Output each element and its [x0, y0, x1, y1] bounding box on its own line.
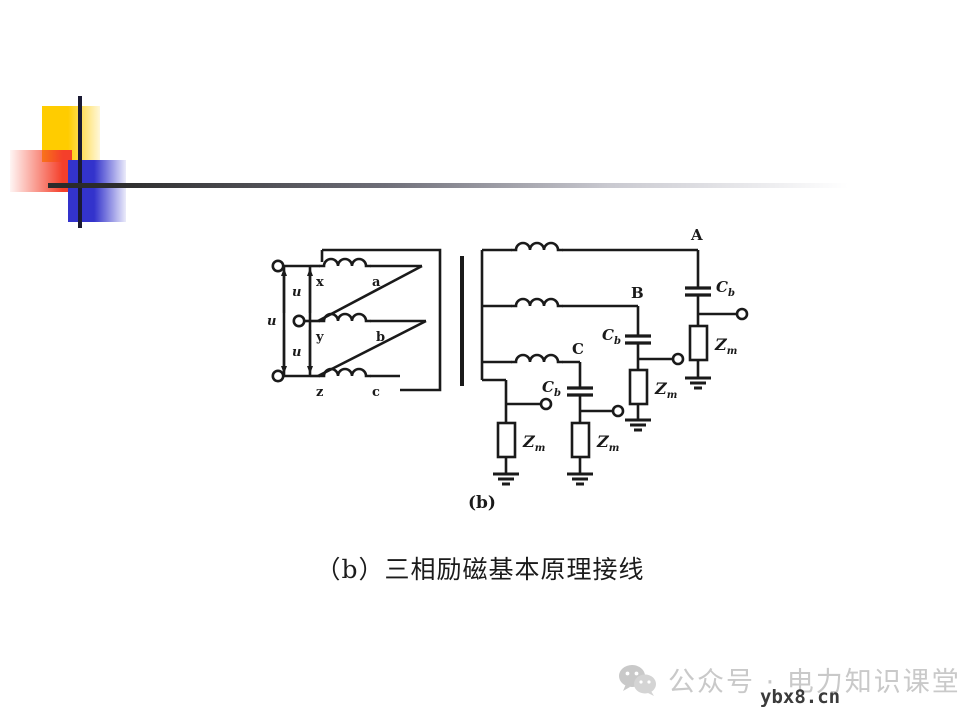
label-winding-a: a: [372, 275, 381, 290]
label-winding-b: b: [376, 330, 385, 345]
watermark: 公众号 · 电力知识课堂: [618, 660, 960, 699]
label-impedance-n: Zm: [522, 432, 545, 454]
label-phase-b: B: [631, 284, 644, 302]
logo-horizontal-rule: [48, 183, 848, 188]
tap-terminal-c: [611, 404, 625, 418]
label-capacitor-c: Cb: [542, 378, 561, 399]
impedance-a: [688, 324, 709, 362]
terminal-bottom: [271, 369, 285, 383]
ground-a: [683, 376, 713, 390]
circuit-svg: x y z a b c u u u: [267, 226, 749, 513]
impedance-c: [570, 421, 591, 459]
ground-n: [491, 472, 521, 486]
circuit-diagram: x y z a b c u u u: [250, 218, 750, 528]
figure-label: (b): [468, 493, 496, 513]
tap-terminal-b: [671, 352, 685, 366]
terminal-mid: [292, 314, 306, 328]
decorative-corner-logo: [0, 88, 200, 238]
label-winding-x: x: [316, 275, 324, 290]
figure-caption: （b）三相励磁基本原理接线: [315, 555, 645, 584]
impedance-b: [628, 368, 649, 406]
wechat-icon: [619, 664, 656, 696]
capacitor-c: [565, 386, 595, 397]
capacitor-a: [683, 286, 713, 297]
terminal-top: [271, 259, 285, 273]
label-capacitor-a: Cb: [716, 278, 735, 299]
tap-terminal-a: [735, 307, 749, 321]
watermark-url: ybx8.cn: [760, 686, 841, 708]
watermark-text: 公众号 · 电力知识课堂: [668, 667, 960, 698]
label-voltage-u-bottom: u: [292, 345, 301, 360]
label-winding-c: c: [372, 385, 380, 400]
label-winding-z: z: [316, 385, 323, 400]
label-phase-c: C: [572, 340, 584, 358]
blue-square: [68, 160, 126, 222]
label-impedance-a: Zm: [714, 335, 737, 357]
label-impedance-b: Zm: [654, 379, 677, 401]
transformer-left: x y z a b c u u u: [267, 248, 442, 400]
ground-c: [565, 472, 595, 486]
label-voltage-u-top: u: [292, 285, 301, 300]
label-capacitor-b: Cb: [602, 326, 621, 347]
tap-terminal-n: [539, 397, 553, 411]
label-phase-a: A: [690, 226, 703, 244]
label-impedance-c: Zm: [596, 432, 619, 454]
voltage-arrows: [282, 274, 312, 368]
impedance-n: [496, 421, 517, 459]
ground-b: [623, 418, 653, 432]
three-phase-network: A B C Cb Cb Cb Zm Zm Zm Zm: [480, 226, 749, 486]
capacitor-b: [623, 334, 653, 345]
logo-vertical-rule: [78, 96, 82, 228]
label-winding-y: y: [315, 330, 324, 345]
label-voltage-u-left: u: [267, 314, 276, 329]
